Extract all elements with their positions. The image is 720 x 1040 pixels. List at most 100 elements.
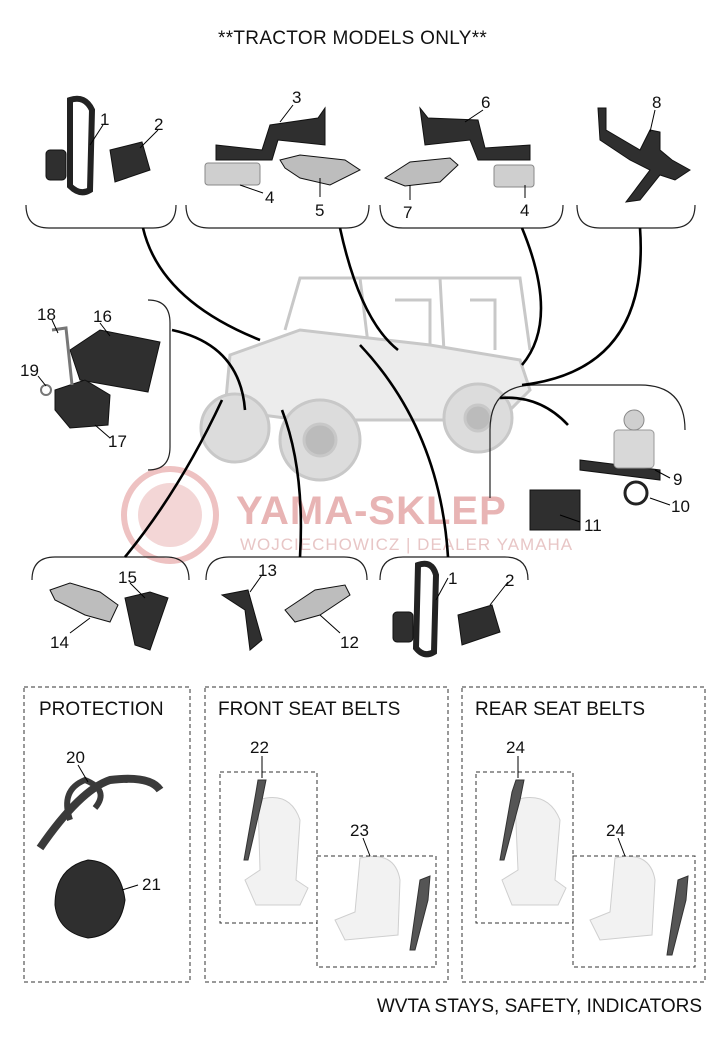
watermark-logo-center xyxy=(138,483,202,547)
leader-bottom-3 xyxy=(359,344,450,558)
vehicle-roll-cage xyxy=(283,276,532,351)
bracket-bottom-2 xyxy=(205,556,368,581)
callout-leaders xyxy=(37,104,671,891)
box-part-22 xyxy=(219,771,318,924)
callout-1b: 1 xyxy=(448,569,457,588)
callout-22: 22 xyxy=(250,738,269,757)
callout-24b: 24 xyxy=(606,821,625,840)
callout-10: 10 xyxy=(671,497,690,516)
part-mirror-adapter-b xyxy=(457,604,501,646)
part-stay-15 xyxy=(124,591,169,651)
page-title: **TRACTOR MODELS ONLY** xyxy=(218,28,488,49)
vehicle-front-left-wheel xyxy=(199,392,271,464)
section-boxes xyxy=(23,686,706,983)
bracket-top-2 xyxy=(185,204,370,229)
callout-4: 4 xyxy=(265,188,274,207)
part-indicator-7 xyxy=(383,157,459,187)
part-belt-24 xyxy=(499,779,525,861)
callout-15: 15 xyxy=(118,568,137,587)
callout-2b: 2 xyxy=(505,571,514,590)
callout-3: 3 xyxy=(292,88,301,107)
callout-14: 14 xyxy=(50,633,69,652)
section-title-rear-seat-belts: REAR SEAT BELTS xyxy=(475,699,645,720)
bracket-top-1 xyxy=(25,204,177,229)
callout-5: 5 xyxy=(315,201,324,220)
leader-group-1 xyxy=(141,227,261,342)
leader-left xyxy=(171,328,247,411)
part-receiver-11 xyxy=(529,489,581,531)
callout-8: 8 xyxy=(652,93,661,112)
leader-right xyxy=(499,396,569,426)
part-belt-24b xyxy=(666,875,689,956)
part-mirror-adapter xyxy=(109,141,151,183)
vehicle-rear-hub xyxy=(463,403,493,433)
part-hose-loop xyxy=(64,776,104,821)
part-mirror-mount-b xyxy=(392,611,414,643)
leader-bottom-1 xyxy=(123,399,224,558)
bracket-bottom-1 xyxy=(31,556,190,581)
part-reflector-4b xyxy=(493,164,535,188)
bracket-bottom-3 xyxy=(379,556,529,581)
bracket-right xyxy=(489,384,686,498)
watermark-subtitle: WOJCIECHOWICZ | DEALER YAMAHA xyxy=(240,535,573,554)
callout-21: 21 xyxy=(142,875,161,894)
part-mirror-mount xyxy=(45,149,67,181)
part-stay-13 xyxy=(220,589,263,651)
callout-23: 23 xyxy=(350,821,369,840)
part-towball xyxy=(623,409,645,431)
callout-13: 13 xyxy=(258,561,277,580)
section-title-protection: PROTECTION xyxy=(39,699,164,720)
leader-group-3 xyxy=(520,227,543,366)
part-plate-16 xyxy=(69,329,161,393)
part-cap-21 xyxy=(54,859,126,939)
section-title-front-seat-belts: FRONT SEAT BELTS xyxy=(218,699,401,720)
part-hose-20 xyxy=(36,774,164,851)
leader-group-2 xyxy=(338,227,399,352)
group-brackets xyxy=(25,204,696,581)
leader-bottom-2 xyxy=(280,409,303,558)
callout-18: 18 xyxy=(37,305,56,324)
callout-20: 20 xyxy=(66,748,85,767)
part-seat-24 xyxy=(501,797,567,906)
part-indicator-14 xyxy=(49,582,119,623)
watermark-brand: YAMA-SKLEP xyxy=(236,489,507,533)
leader-group-4 xyxy=(521,227,643,387)
part-indicator-12 xyxy=(284,584,351,623)
part-belt-22 xyxy=(243,779,267,861)
callout-9: 9 xyxy=(673,470,682,489)
footer-caption: WVTA STAYS, SAFETY, INDICATORS xyxy=(376,996,702,1017)
part-seat-24b xyxy=(589,855,656,941)
callout-1: 1 xyxy=(100,110,109,129)
part-pin-18 xyxy=(51,326,74,386)
part-stay-6 xyxy=(419,106,531,161)
part-indicator-5 xyxy=(279,154,361,186)
bracket-top-3 xyxy=(379,204,564,229)
watermark: YAMA-SKLEP WOJCIECHOWICZ | DEALER YAMAHA xyxy=(121,466,573,564)
box-part-23 xyxy=(316,855,437,968)
box-part-24b xyxy=(572,855,696,968)
part-clip-19 xyxy=(40,384,52,396)
callout-12: 12 xyxy=(340,633,359,652)
box-part-24 xyxy=(475,771,574,924)
watermark-logo-ring xyxy=(121,466,219,564)
part-stay-3 xyxy=(215,106,326,161)
bracket-left xyxy=(147,299,171,471)
part-mirror-b xyxy=(412,560,440,658)
part-mirror xyxy=(67,95,96,196)
callout-numbers: 1 2 3 4 5 6 7 4 8 18 16 19 17 9 10 11 15… xyxy=(20,88,690,894)
vehicle-illustration xyxy=(199,276,532,482)
vehicle-seats xyxy=(395,298,497,350)
part-towball-plate-9 xyxy=(613,429,655,469)
box-front-seat-belts xyxy=(204,686,449,983)
part-seat-22 xyxy=(244,797,309,906)
part-seat-23 xyxy=(334,855,401,941)
part-silhouettes xyxy=(36,95,691,956)
callout-16: 16 xyxy=(93,307,112,326)
part-reflector-4 xyxy=(204,162,261,186)
leader-lines xyxy=(123,227,643,558)
vehicle-hub xyxy=(302,422,338,458)
box-rear-seat-belts xyxy=(461,686,706,983)
callout-19: 19 xyxy=(20,361,39,380)
